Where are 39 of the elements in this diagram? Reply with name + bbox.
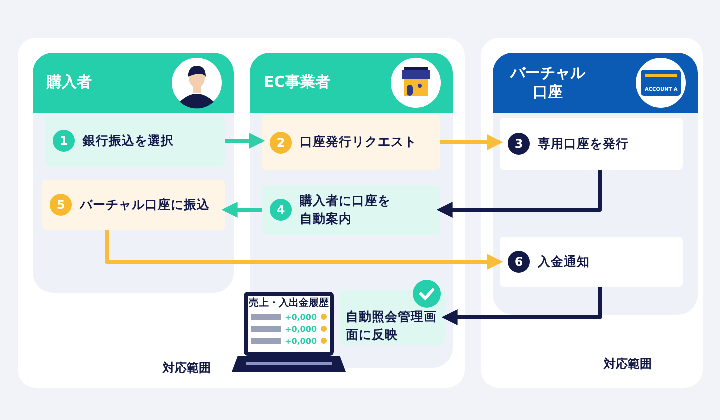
- arrow: [105, 230, 504, 270]
- step-text: 口座発行リクエスト: [300, 133, 417, 152]
- step-card: [262, 115, 440, 170]
- amount-text: +0,000: [285, 325, 318, 334]
- step-text: バーチャル口座に振込: [80, 196, 210, 214]
- step-text: 入金通知: [538, 252, 590, 271]
- arrow: [442, 287, 602, 326]
- panel: [18, 38, 465, 388]
- arrow: [436, 170, 602, 218]
- step-number: 6: [508, 251, 530, 273]
- column-title: 購入者: [47, 72, 92, 94]
- arrow: [225, 133, 266, 149]
- step-number: 3: [508, 133, 530, 155]
- step-text: 専用口座を発行: [538, 134, 629, 153]
- amount-text: +0,000: [285, 313, 318, 322]
- step-number: 4: [270, 199, 292, 221]
- amount-text: +0,000: [285, 337, 318, 346]
- step-text: 銀行振込を選択: [83, 132, 174, 150]
- step-card: [500, 118, 683, 170]
- step-number: 5: [50, 194, 72, 216]
- panel: [481, 38, 703, 388]
- step-text: 購入者に口座を自動案内: [300, 192, 392, 228]
- step-card: [262, 185, 440, 235]
- note-card: [340, 290, 445, 345]
- arrow: [440, 134, 504, 150]
- step-card: [42, 180, 225, 230]
- note-text: 自動照会管理画面に反映: [346, 308, 438, 344]
- lane-column: [493, 53, 698, 315]
- column-title: バーチャル口座: [509, 62, 587, 103]
- scope-label: 対応範囲: [163, 360, 211, 377]
- step-number: 2: [270, 132, 292, 154]
- lane-column: [33, 53, 234, 293]
- step-card: [500, 237, 683, 287]
- arrow: [222, 202, 262, 218]
- column-title: EC事業者: [264, 72, 330, 94]
- step-card: [45, 115, 225, 167]
- step-number: 1: [53, 130, 75, 152]
- screen-title: 売上・入出金履歴: [249, 296, 329, 310]
- scope-label: 対応範囲: [604, 356, 652, 373]
